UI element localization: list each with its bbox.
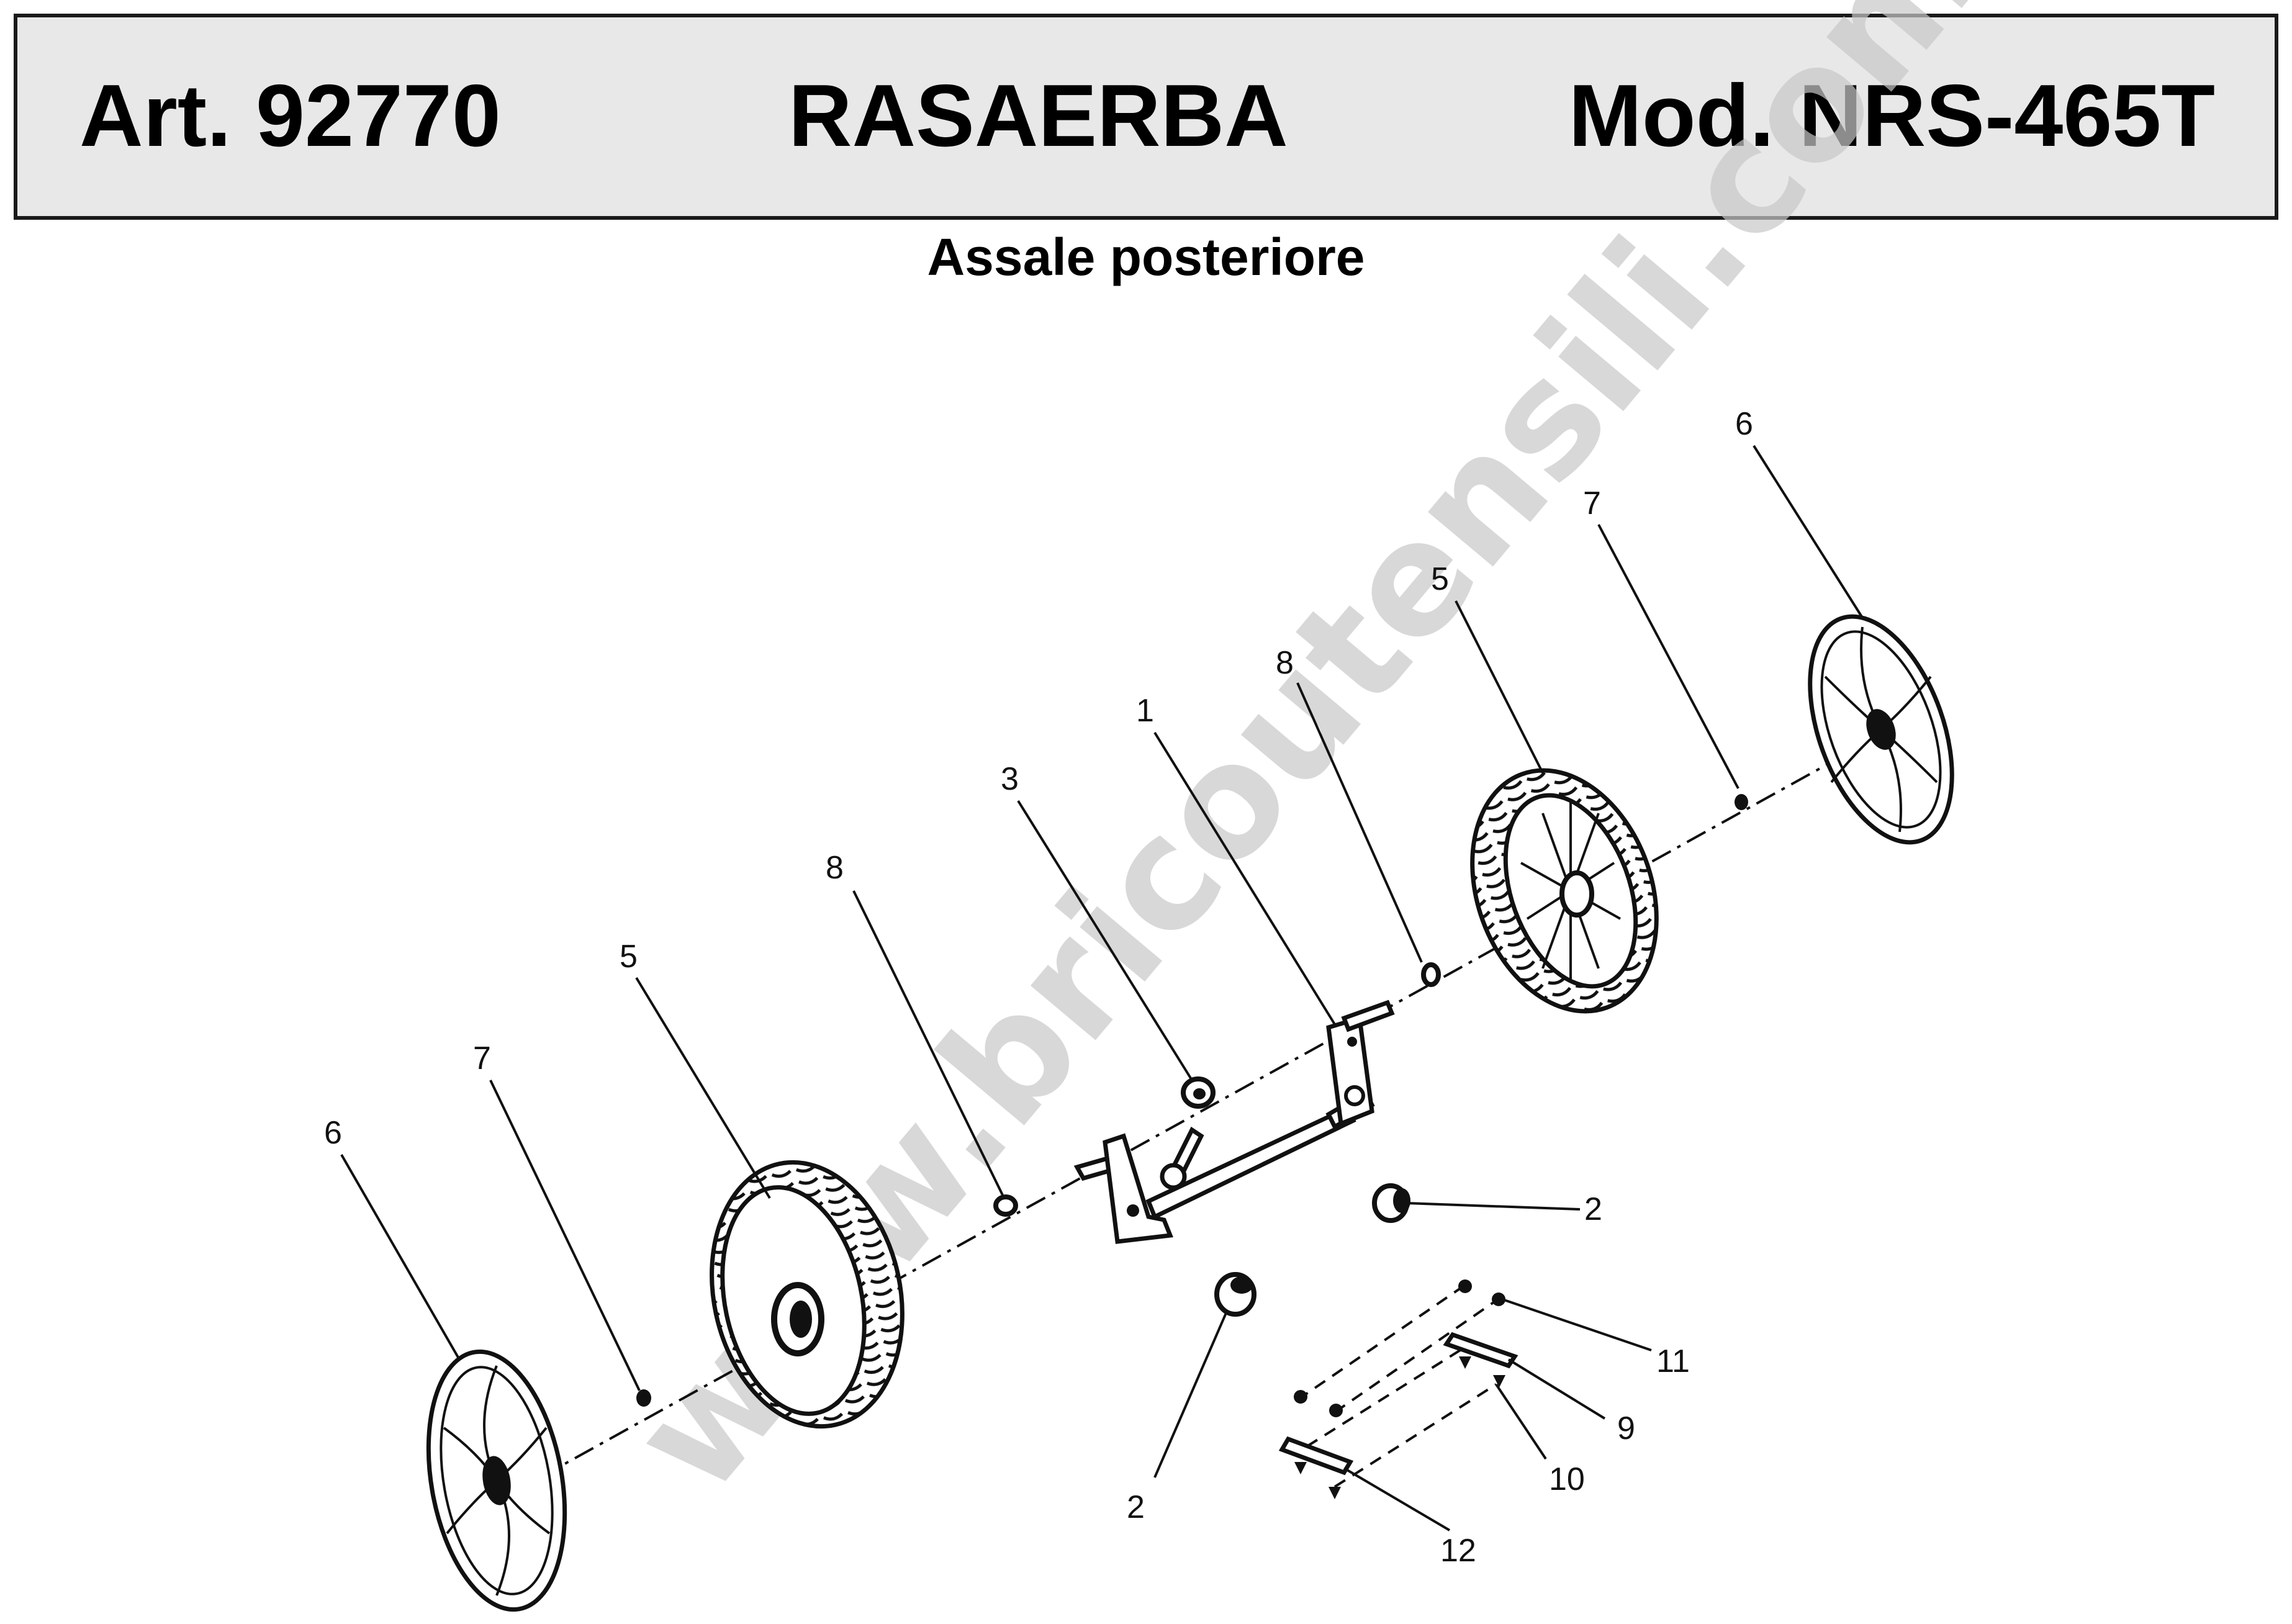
callout-8-right: 8 — [1276, 645, 1294, 681]
callout-7-right: 7 — [1583, 485, 1601, 521]
callout-8-left: 8 — [826, 850, 844, 886]
callout-6-left: 6 — [324, 1115, 342, 1151]
clip-left — [636, 1389, 651, 1407]
wheel-right — [1470, 768, 1659, 1014]
wheel-left — [710, 1160, 905, 1429]
bracket-screws — [1294, 1356, 1505, 1499]
hubcap-left — [426, 1349, 567, 1612]
bracket-lower — [1278, 1436, 1354, 1476]
callout-2-left: 2 — [1127, 1489, 1145, 1525]
callout-11: 11 — [1656, 1343, 1690, 1379]
bushing-right — [1372, 1183, 1410, 1223]
callout-5-left: 5 — [620, 939, 638, 975]
callout-5-right: 5 — [1431, 561, 1449, 597]
callout-3: 3 — [1001, 761, 1019, 797]
washer-left — [993, 1194, 1018, 1217]
callout-9: 9 — [1617, 1410, 1635, 1446]
clip-right — [1735, 794, 1748, 810]
model-number: Mod. NRS-465T — [1568, 66, 2215, 165]
washer-right — [1421, 962, 1441, 987]
callout-1: 1 — [1136, 693, 1154, 729]
callout-2-right: 2 — [1584, 1191, 1602, 1227]
title-banner: Art. 92770 RASAERBA Mod. NRS-465T — [14, 14, 2278, 220]
adjuster-knob — [1181, 1076, 1216, 1109]
bracket-upper — [1443, 1332, 1518, 1369]
bushing-left — [1214, 1272, 1257, 1317]
product-name: RASAERBA — [788, 66, 1288, 165]
rear-axle — [1073, 999, 1395, 1244]
article-number: Art. 92770 — [79, 66, 501, 165]
callout-12: 12 — [1440, 1533, 1476, 1569]
callout-6-right: 6 — [1735, 406, 1753, 442]
bracket-hardware — [1278, 1279, 1518, 1499]
callout-10: 10 — [1549, 1461, 1585, 1497]
hubcap-right — [1808, 614, 1954, 845]
diagram-subtitle: Assale posteriore — [927, 228, 1365, 286]
callout-7-left: 7 — [473, 1040, 491, 1076]
